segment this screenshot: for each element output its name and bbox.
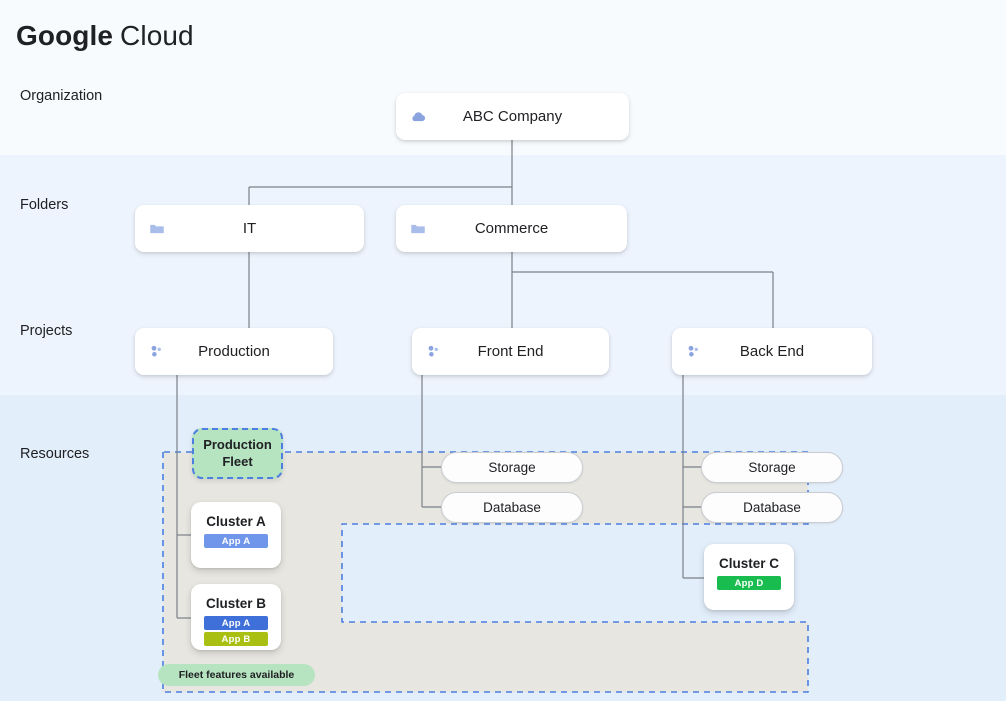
node-label: Production xyxy=(198,343,270,360)
cluster-b[interactable]: Cluster B App A App B xyxy=(191,584,281,650)
row-label-projects: Projects xyxy=(20,323,73,339)
production-fleet-box[interactable]: Production Fleet xyxy=(192,428,283,479)
node-label: IT xyxy=(242,220,257,237)
project-dots-icon xyxy=(685,343,703,361)
cluster-c[interactable]: Cluster C App D xyxy=(704,544,794,610)
row-label-organization: Organization xyxy=(20,88,103,104)
cluster-title: Cluster A xyxy=(206,514,266,529)
cluster-a[interactable]: Cluster A App A xyxy=(191,502,281,568)
app-chip-app-d[interactable]: App D xyxy=(717,576,781,590)
logo-google: Google xyxy=(16,20,114,51)
app-chip-app-a[interactable]: App A xyxy=(204,534,268,548)
row-label-resources: Resources xyxy=(20,446,90,462)
app-chip-app-b[interactable]: App B xyxy=(204,632,268,646)
node-project-front-end[interactable]: Front End xyxy=(412,328,609,375)
node-label: Front End xyxy=(477,343,544,360)
resource-storage-back-end[interactable]: Storage xyxy=(701,452,843,483)
node-label: Back End xyxy=(739,343,805,360)
node-abc-company[interactable]: ABC Company xyxy=(396,93,629,140)
resource-database-front-end[interactable]: Database xyxy=(441,492,583,523)
fleet-features-available-badge: Fleet features available xyxy=(158,664,315,686)
cloud-icon xyxy=(409,108,427,126)
app-chip-app-a[interactable]: App A xyxy=(204,616,268,630)
folder-icon xyxy=(148,220,166,238)
production-fleet-line2: Fleet xyxy=(222,453,253,469)
node-project-production[interactable]: Production xyxy=(135,328,333,375)
node-folder-commerce[interactable]: Commerce xyxy=(396,205,627,252)
resource-storage-front-end[interactable]: Storage xyxy=(441,452,583,483)
node-label: Commerce xyxy=(474,220,549,237)
production-fleet-line1: Production xyxy=(203,437,272,453)
cluster-title: Cluster B xyxy=(205,596,266,611)
row-label-folders: Folders xyxy=(20,197,69,213)
project-dots-icon xyxy=(425,343,443,361)
node-project-back-end[interactable]: Back End xyxy=(672,328,872,375)
node-label: ABC Company xyxy=(462,108,563,125)
project-dots-icon xyxy=(148,343,166,361)
resource-database-back-end[interactable]: Database xyxy=(701,492,843,523)
cluster-title: Cluster C xyxy=(718,556,779,571)
logo-cloud: Cloud xyxy=(120,20,194,51)
folder-icon xyxy=(409,220,427,238)
node-folder-it[interactable]: IT xyxy=(135,205,364,252)
